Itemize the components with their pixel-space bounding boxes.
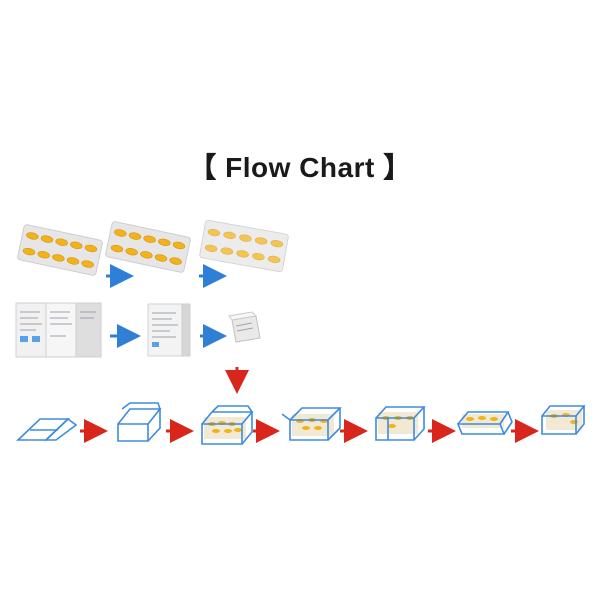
capsule-icon [81, 260, 94, 268]
blister-foil-seal [199, 220, 289, 272]
capsule-icon [252, 253, 265, 261]
carton-closing [281, 407, 342, 441]
capsule-icon [125, 248, 138, 256]
carton-sealed [456, 411, 513, 435]
capsule-icon [66, 257, 80, 265]
carton-flat [16, 417, 78, 441]
blister-tray [105, 221, 191, 273]
capsule-icon [70, 241, 83, 249]
capsule-icon [128, 232, 142, 240]
carton-tucked [375, 406, 426, 441]
capsule-icon [140, 251, 153, 259]
blister-tray [199, 219, 289, 273]
leaflet-open [15, 302, 102, 358]
capsule-icon [223, 231, 236, 239]
carton-loaded [201, 405, 254, 445]
blister-pack-sealed [105, 221, 191, 273]
carton-erected [117, 402, 162, 442]
capsule-icon [84, 244, 98, 253]
capsule-icon [239, 234, 252, 242]
capsule-icon [158, 238, 171, 246]
capsule-icon [169, 257, 182, 265]
capsule-icon [110, 244, 124, 253]
capsule-icon [267, 255, 281, 264]
capsule-icon [40, 235, 54, 243]
capsule-icon [207, 228, 221, 237]
capsule-icon [143, 235, 156, 243]
capsule-icon [26, 232, 39, 240]
capsule-icon [114, 229, 127, 237]
blister-tray [17, 224, 103, 276]
capsule-icon [172, 241, 186, 250]
capsule-icon [52, 254, 65, 262]
capsule-icon [154, 254, 168, 262]
capsule-icon [37, 251, 50, 259]
leaflet-folded [228, 311, 261, 343]
page-title: 【 Flow Chart 】 [188, 152, 412, 183]
capsule-icon [204, 244, 218, 252]
capsule-icon [236, 250, 249, 258]
capsule-icon [220, 247, 234, 255]
blister-pack-full [17, 224, 103, 276]
carton-finished [541, 405, 586, 435]
leaflet-half-folded [147, 303, 191, 357]
blister-pack-final [199, 219, 289, 273]
capsule-icon [270, 240, 284, 248]
capsule-icon [22, 247, 36, 256]
capsule-icon [55, 238, 68, 246]
capsule-icon [254, 237, 268, 245]
